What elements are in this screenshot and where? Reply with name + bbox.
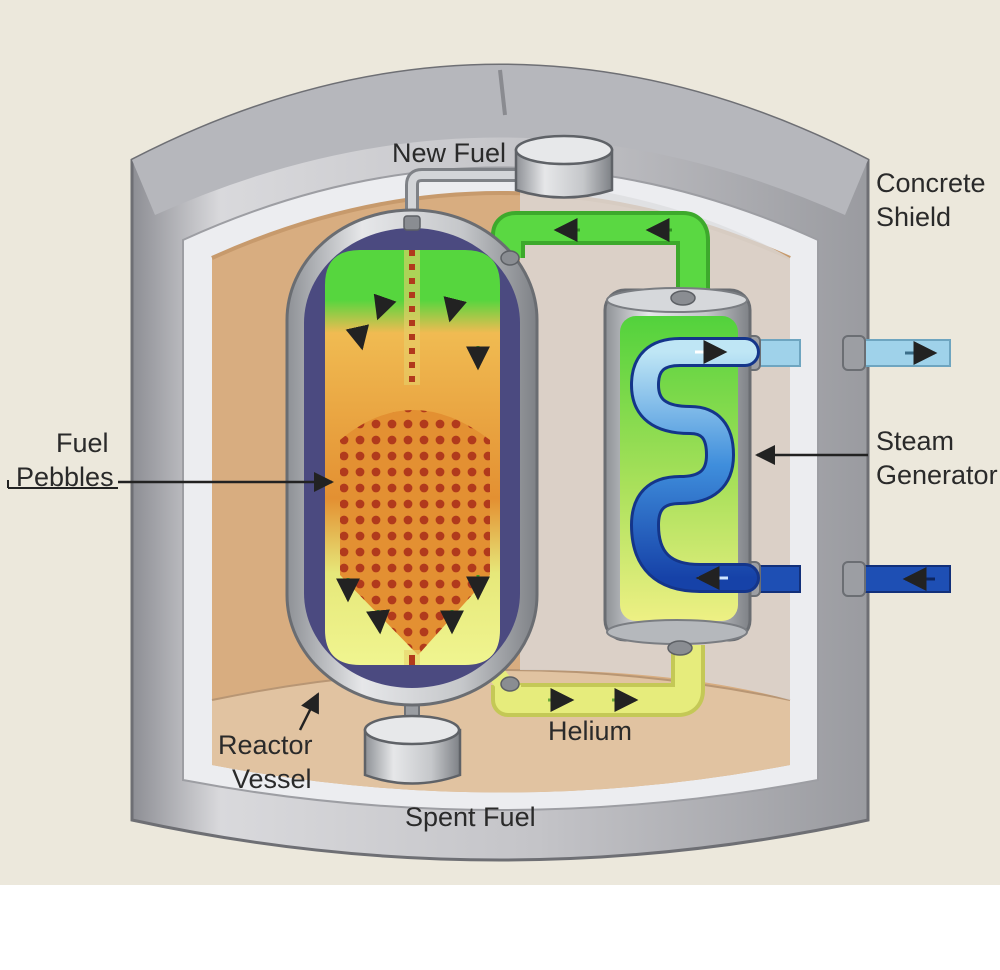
helium-label: Helium	[548, 716, 632, 746]
pipe-flow-arrows	[548, 218, 938, 712]
concrete-shield-label-line1: Concrete	[876, 168, 986, 198]
steam-generator-label-line1: Steam	[876, 426, 954, 456]
steam-generator	[603, 287, 760, 656]
spent-fuel-hopper-icon	[363, 714, 462, 785]
new-fuel-feed-pipe	[405, 168, 520, 225]
fuel-pebbles-label-line1: Fuel	[56, 428, 109, 458]
reactor-vessel-label-line2: Vessel	[232, 764, 312, 794]
bottom-strip	[0, 885, 1000, 970]
new-fuel-label: New Fuel	[392, 138, 506, 168]
fuel-pebbles-label-line2: Pebbles	[16, 462, 114, 492]
concrete-shield-label-line2: Shield	[876, 202, 951, 232]
reactor-vessel	[285, 208, 539, 707]
reactor-vessel-label-line1: Reactor	[218, 730, 313, 760]
spent-fuel-label: Spent Fuel	[405, 802, 536, 832]
leader-lines	[7, 445, 868, 731]
new-fuel-hopper-icon	[514, 134, 614, 199]
core-flow-arrows	[336, 293, 490, 635]
steam-generator-label-line2: Generator	[876, 460, 998, 490]
